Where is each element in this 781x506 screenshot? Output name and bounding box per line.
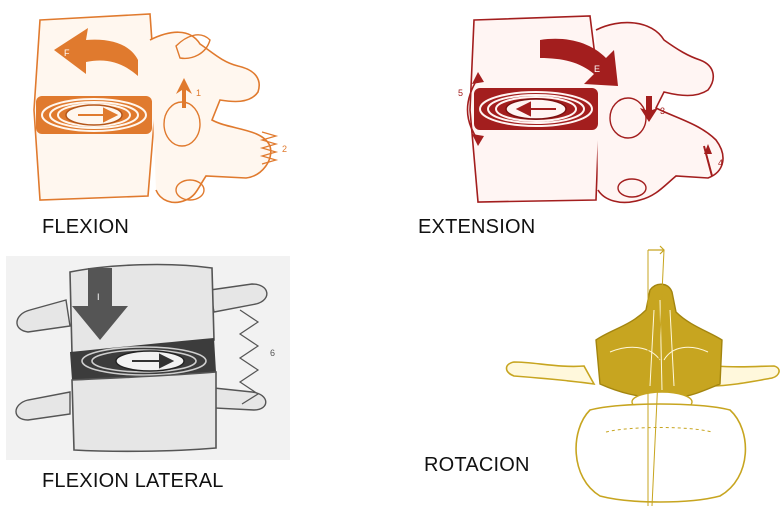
rotation-transverse-left [507,362,595,384]
rotation-vertebral-body [576,404,745,502]
flexion-marker-1: 1 [196,88,201,98]
lateral-lower-vertebra [72,372,216,451]
rotation-angle-arrow [648,246,664,254]
flexion-illustration: F 1 2 [34,14,287,202]
flexion-arrow-label: F [64,48,70,58]
extension-illustration: E 5 3 4 [458,16,723,202]
caption-flexion-lateral: FLEXION LATERAL [42,470,224,493]
lateral-flexion-illustration: I 6 [6,256,290,460]
caption-extension: EXTENSION [418,216,535,239]
rotation-illustration [507,246,780,506]
caption-flexion: FLEXION [42,216,129,239]
lateral-arrow-label: I [97,292,100,302]
extension-marker-5: 5 [458,88,463,98]
flexion-marker-2: 2 [282,144,287,154]
rotation-posterior-arch [596,284,722,398]
lateral-marker-6: 6 [270,348,275,358]
extension-marker-3: 3 [660,106,665,116]
extension-marker-4: 4 [718,158,723,168]
flexion-posterior-elements [150,32,271,202]
caption-rotacion: ROTACION [424,454,530,477]
extension-arrow-label: E [594,64,600,74]
